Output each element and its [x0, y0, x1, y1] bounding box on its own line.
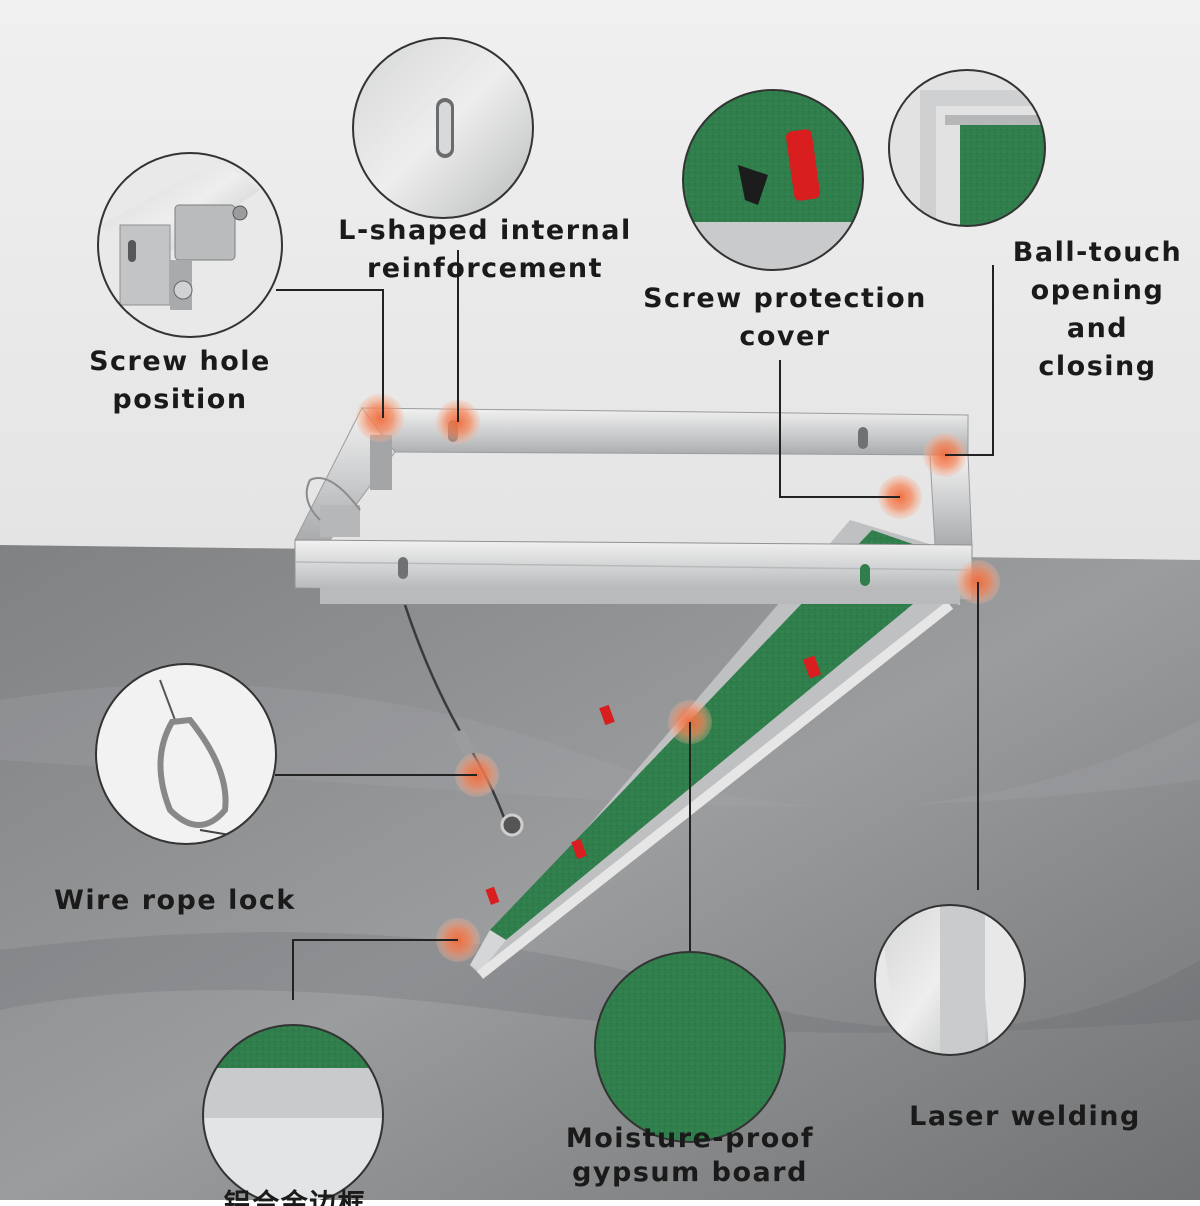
hatch-frame — [294, 407, 973, 604]
marker-screw-hole — [356, 394, 404, 442]
slot-closeup-icon — [352, 37, 534, 219]
leader-lines — [275, 250, 994, 1000]
label-l-shaped-reinforcement: L-shaped internal reinforcement — [338, 215, 632, 284]
screw-cap — [485, 886, 500, 905]
screw-cap — [802, 655, 822, 679]
label-screw-protection-cover: Screw protection cover — [643, 283, 927, 352]
profile-closeup-icon — [874, 904, 1026, 1056]
screw-cap — [571, 838, 587, 860]
hatch-door-panel — [470, 520, 960, 979]
label-laser-welding: Laser welding — [909, 1101, 1141, 1132]
green-board-closeup-icon — [594, 951, 786, 1143]
screw-and-cap-closeup-icon — [682, 89, 864, 271]
label-ball-touch: Ball-touch opening and closing — [1012, 237, 1183, 382]
label-screw-hole-position: Screw hole position — [89, 346, 271, 415]
label-wire-rope-lock: Wire rope lock — [54, 885, 296, 916]
label-aluminum-frame-cut: 铝合金边框 — [223, 1189, 367, 1206]
label-moisture-proof: Moisture-proof gypsum board — [565, 1123, 815, 1188]
board-edge-closeup-icon — [202, 1024, 384, 1200]
hinge-closeup-icon — [97, 152, 283, 338]
screw-cap — [599, 704, 615, 726]
carabiner-closeup-icon — [95, 663, 277, 845]
